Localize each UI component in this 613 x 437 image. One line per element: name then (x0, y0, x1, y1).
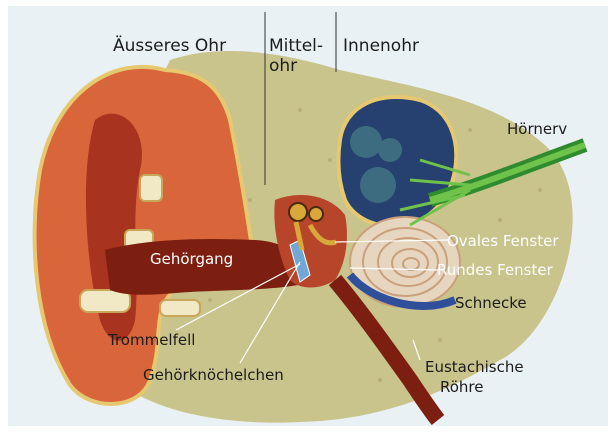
label-eardrum: Trommelfell (108, 331, 196, 349)
label-ear-canal: Gehörgang (150, 250, 234, 268)
eardrum (289, 239, 311, 283)
label-ossicles: Gehörknöchelchen (143, 366, 284, 384)
label-round-window: Rundes Fenster (437, 261, 553, 279)
label-inner-ear: Innenohr (343, 36, 419, 56)
label-oval-window: Ovales Fenster (447, 232, 559, 250)
label-eustachian-tube-line2: Röhre (440, 378, 484, 396)
label-outer-ear: Äusseres Ohr (113, 36, 227, 56)
auditory-nerve (399, 138, 588, 227)
label-auditory-nerve: Hörnerv (507, 120, 568, 138)
label-middle-ear-line2: ohr (269, 56, 298, 76)
eustachian-tube (328, 274, 445, 425)
label-eustachian-tube-line1: Eustachische (425, 358, 524, 376)
ear-canal (105, 239, 298, 295)
label-cochlea: Schnecke (455, 294, 527, 312)
label-middle-ear-line1: Mittel- (269, 36, 324, 56)
cochlea-spiral (346, 216, 461, 310)
head-tissue (130, 51, 573, 423)
leader-lines (175, 239, 449, 364)
ossicles (288, 202, 337, 251)
vestibule-sacs (350, 126, 402, 203)
